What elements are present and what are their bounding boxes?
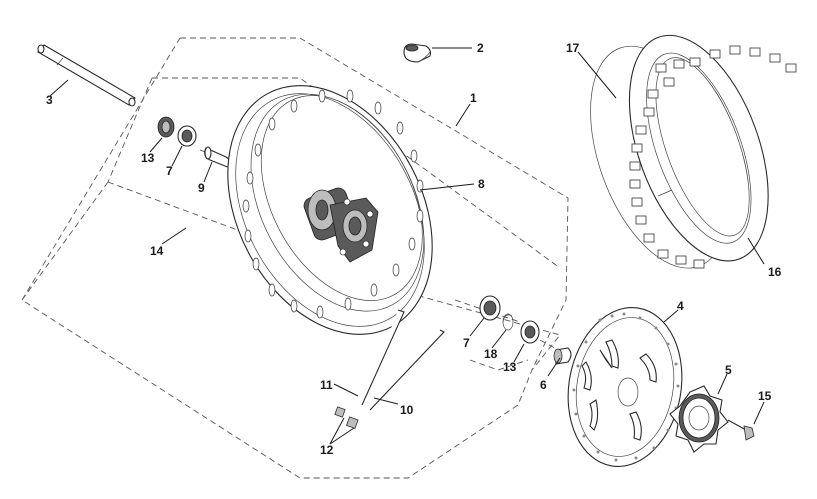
callout-3: 3 <box>46 93 53 107</box>
callout-2: 2 <box>477 41 484 55</box>
clip-part <box>403 43 432 63</box>
callout-8: 8 <box>478 177 485 191</box>
tire-group <box>590 34 797 269</box>
callout-18: 18 <box>484 347 498 361</box>
callout-15: 15 <box>758 389 772 403</box>
callout-7-right: 7 <box>463 336 470 350</box>
callout-6: 6 <box>540 378 547 392</box>
callout-9: 9 <box>198 181 205 195</box>
callout-1: 1 <box>470 91 477 105</box>
callout-labels: 3 2 1 8 13 7 9 14 17 16 4 5 15 6 7 18 13… <box>46 41 782 457</box>
wheel-rim-part <box>227 85 433 335</box>
callout-13-right: 13 <box>503 360 517 374</box>
carrier-part <box>669 385 729 453</box>
callout-12: 12 <box>320 443 334 457</box>
callout-16: 16 <box>768 265 782 279</box>
spacer-part <box>553 347 572 365</box>
right-bearing-group <box>479 295 540 344</box>
axle-part <box>37 44 136 107</box>
left-bearing-group <box>157 116 232 169</box>
callout-14: 14 <box>150 244 164 258</box>
rim-spoke-holes <box>242 89 424 319</box>
callout-7-left: 7 <box>166 164 173 178</box>
callout-4: 4 <box>677 299 684 313</box>
callout-5: 5 <box>725 363 732 377</box>
brake-disc-part <box>567 307 683 467</box>
tire-tread <box>629 45 797 269</box>
callout-11: 11 <box>320 378 333 392</box>
callout-17: 17 <box>566 41 580 55</box>
callout-13-left: 13 <box>141 151 155 165</box>
leader-lines <box>49 47 765 445</box>
callout-10: 10 <box>400 403 414 417</box>
wheel-hub <box>303 187 379 263</box>
spokes-group <box>334 309 445 429</box>
bolt-part <box>727 419 755 441</box>
